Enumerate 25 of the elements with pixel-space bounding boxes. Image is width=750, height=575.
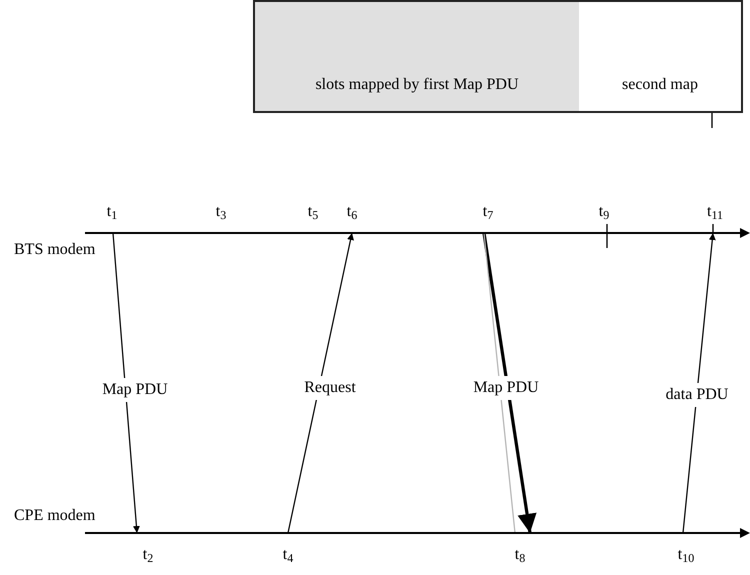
arrow [482,232,537,534]
arrow [682,232,716,534]
arrow [287,232,354,534]
time-label: t$_{6}$ [346,202,358,224]
edge-label: Request [302,376,358,400]
time-label: t$_{1}$ [106,202,118,224]
time-label: t$_{10}$ [678,545,694,567]
time-label: t$_{3}$ [216,202,226,224]
slot-box [253,0,581,113]
timeline-label: BTS modem [14,240,96,260]
edge-label: Map PDU [471,376,541,400]
time-label: t$_{8}$ [514,545,526,567]
time-label: t$_{4}$ [282,545,294,567]
box-label: slots mapped by first Map PDU [315,75,519,95]
arrow [112,232,140,534]
box-label: second map [622,75,698,95]
edge-label: Map PDU [100,378,170,402]
time-label: t$_{7}$ [482,202,494,224]
time-label: t$_{5}$ [308,202,318,224]
edge-label: data PDU [664,383,730,407]
slot-box [579,0,743,113]
time-label: t$_{11}$ [707,202,723,224]
timeline-label: CPE modem [14,506,96,526]
time-label: t$_{9}$ [598,202,610,224]
time-label: t$_{2}$ [142,545,154,567]
